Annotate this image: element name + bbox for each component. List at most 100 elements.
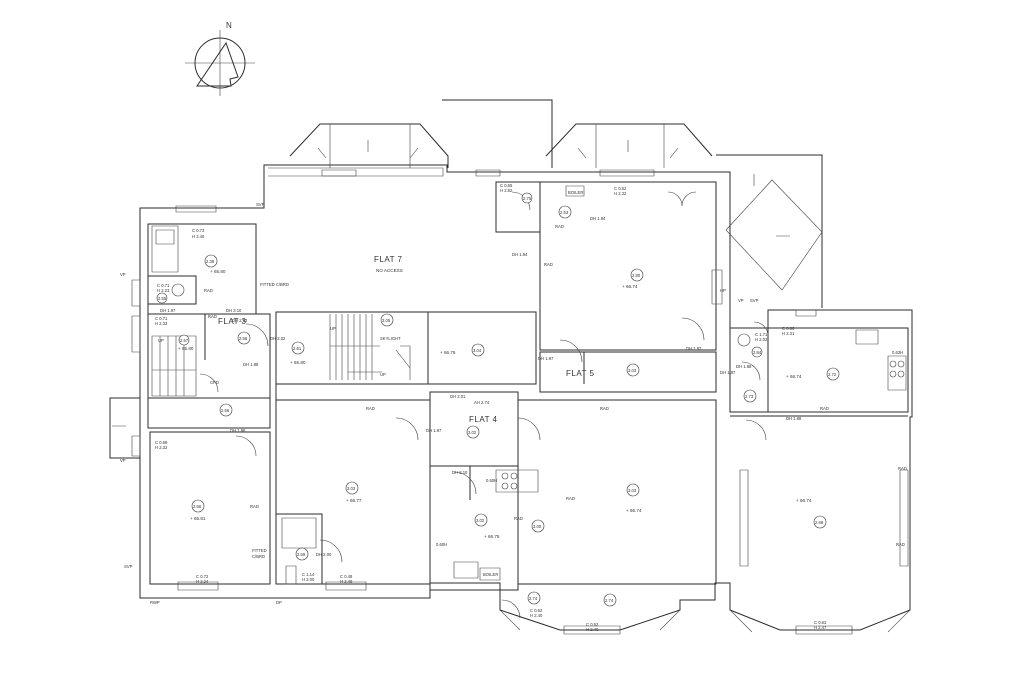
vent-pipe-label: VP: [120, 272, 126, 277]
ceiling-note: C 0.69: [155, 440, 168, 445]
worktop-height: 0.63H: [892, 350, 903, 355]
rainwater-pipe-label: RWP: [150, 600, 160, 605]
ceiling-note: H 2.23: [157, 288, 170, 293]
door-head: DH 1.88: [243, 362, 259, 367]
ceiling-note: C 0.71: [157, 283, 170, 288]
ceiling-note: H 2.02: [755, 337, 768, 342]
level-label: 2.61: [293, 346, 302, 351]
door-head: DH 2.01: [450, 394, 466, 399]
floor-height: + 66.75: [484, 534, 500, 539]
floor-height: + 65.80: [290, 360, 306, 365]
ceiling-note: C 0.63: [814, 620, 827, 625]
ceiling-note: H 2.82: [500, 188, 513, 193]
level-label: 2.53: [560, 210, 569, 215]
ceiling-note: H 2.31: [782, 331, 795, 336]
worktop-height: 0.60H: [486, 478, 497, 483]
floor-height: + 65.81: [190, 516, 206, 521]
cupboard-label: CPD: [210, 380, 219, 385]
skylight-label: SKYLIGHT: [380, 336, 401, 341]
door-head: AH 2.74: [474, 400, 490, 405]
flat-7-label: FLAT 7: [374, 255, 403, 264]
stair-up-label: UP: [380, 372, 386, 377]
ceiling-note: C 0.62: [530, 608, 543, 613]
level-label: 2.56: [221, 408, 230, 413]
level-label: 3.03: [628, 368, 637, 373]
ceiling-note: H 2.40: [586, 627, 599, 632]
flat-4-label: FLAT 4: [469, 415, 498, 424]
level-label: 2.75: [523, 196, 532, 201]
floor-height: + 66.76: [440, 350, 456, 355]
level-label: 3.00: [533, 524, 542, 529]
radiator-label: RAD: [555, 224, 564, 229]
ceiling-note: C 1.71: [755, 332, 768, 337]
level-label: 2.55: [158, 296, 167, 301]
floor-height: + 65.80: [178, 346, 194, 351]
floor-height: + 66.74: [786, 374, 802, 379]
door-head: DH 2.00: [316, 552, 332, 557]
floor-height: + 65.80: [210, 269, 226, 274]
stair-up-label: UP: [158, 338, 164, 343]
level-label: 3.02: [476, 518, 485, 523]
building-outline: [109, 99, 913, 631]
floor-height: + 66.74: [626, 508, 642, 513]
boiler-label: BOILER: [483, 572, 498, 577]
radiator-label: RAD: [204, 288, 213, 293]
worktop-height: 0.60H: [436, 542, 447, 547]
fixture-label: HP: [720, 288, 726, 293]
level-label: 2.57: [180, 338, 189, 343]
radiator-label: RAD: [566, 496, 575, 501]
boiler-label: BOILER: [568, 190, 583, 195]
north-label: N: [226, 21, 232, 30]
ceiling-note: H 2.40: [530, 613, 543, 618]
ceiling-note: C 0.73: [192, 228, 205, 233]
fitted-label: FITTED: [252, 548, 267, 553]
door-head: DH 1.87: [720, 370, 736, 375]
north-compass: N: [185, 21, 255, 96]
radiator-label: RAD: [544, 262, 553, 267]
level-label: 2.84: [753, 350, 762, 355]
stair-up-label: UP: [330, 326, 336, 331]
ceiling-note: H 2.32: [155, 445, 168, 450]
radiator-label: RAD: [820, 406, 829, 411]
flat-5-label: FLAT 5: [566, 369, 595, 378]
floor-height: + 66.74: [796, 498, 812, 503]
ceiling-note: C 1.14: [302, 572, 315, 577]
ceiling-note: C 0.66: [782, 326, 795, 331]
ceiling-note: C 0.72: [196, 574, 209, 579]
door-head: DH 1.97: [538, 356, 554, 361]
door-head: DH 2.10: [452, 470, 468, 475]
level-label: 3.03: [628, 488, 637, 493]
level-label: 2.74: [605, 598, 614, 603]
ceiling-note: H 2.47: [814, 625, 827, 630]
vent-pipe-label: VP: [120, 458, 126, 463]
downpipe-label: DP: [276, 600, 282, 605]
ceiling-note: H 2.49: [340, 579, 353, 584]
floor-height: + 66.74: [622, 284, 638, 289]
ceiling-note: C 0.71: [155, 316, 168, 321]
level-label: 2.72: [828, 372, 837, 377]
level-label: 2.56: [239, 336, 248, 341]
soil-vent-pipe-label: SVP: [750, 298, 759, 303]
radiator-label: RAD: [896, 542, 905, 547]
flat-3-label: FLAT 3: [218, 317, 247, 326]
ceiling-note: C 0.55: [500, 183, 513, 188]
soil-vent-pipe-label: SVP: [124, 564, 133, 569]
radiator-label: RAD: [366, 406, 375, 411]
level-label: 3.05: [382, 318, 391, 323]
ceiling-note: C 0.48: [340, 574, 353, 579]
fitted-label: FITTED C/BRD: [260, 282, 289, 287]
level-label: 2.80: [632, 273, 641, 278]
ceiling-note: H 2.32: [614, 191, 627, 196]
vent-pipe-label: VP: [738, 298, 744, 303]
level-label: 2.56: [193, 504, 202, 509]
interior-walls: [112, 124, 911, 635]
radiator-label: RAD: [514, 516, 523, 521]
floor-height: + 66.77: [346, 498, 362, 503]
door-head: DH 1.88: [786, 416, 802, 421]
door-head: DH 1.94: [512, 252, 528, 257]
door-head: DH 2.10: [226, 308, 242, 313]
door-head: DH 1.88: [736, 364, 752, 369]
level-markers: [156, 192, 840, 607]
ceiling-note: H 2.00: [302, 577, 315, 582]
door-head: DH 2.02: [232, 318, 248, 323]
